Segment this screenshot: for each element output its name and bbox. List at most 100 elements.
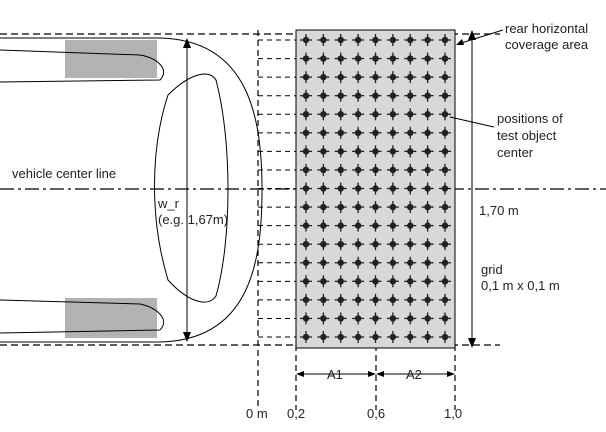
test-object-point xyxy=(386,34,399,46)
test-object-point xyxy=(352,219,365,232)
test-object-point xyxy=(386,126,399,139)
test-object-point xyxy=(300,256,312,269)
test-object-point xyxy=(421,182,434,195)
test-object-point xyxy=(439,331,451,343)
test-object-point xyxy=(300,238,312,251)
test-object-point xyxy=(300,52,312,65)
zone-a2-label: A2 xyxy=(406,367,422,382)
vehicle-body-outline xyxy=(0,37,263,343)
zone-a1-label: A1 xyxy=(327,367,343,382)
wheel-upper xyxy=(65,40,157,78)
test-object-point xyxy=(352,331,365,343)
test-object-point xyxy=(317,182,330,195)
zone-a2-head-right xyxy=(447,371,455,377)
positions-label-2: test object xyxy=(497,128,557,143)
test-object-point xyxy=(317,256,330,269)
test-object-point xyxy=(369,89,382,102)
test-object-point xyxy=(334,219,347,232)
test-object-point xyxy=(317,312,330,325)
test-object-point xyxy=(421,145,434,158)
test-object-point xyxy=(334,52,347,65)
test-object-point xyxy=(352,126,365,139)
wheel-upper-arch xyxy=(0,49,165,83)
test-object-point xyxy=(404,312,417,325)
test-object-point xyxy=(404,275,417,288)
test-object-point xyxy=(404,89,417,102)
test-object-point xyxy=(334,34,347,46)
width-arrowhead-bottom xyxy=(183,332,191,342)
vehicle-center-line-label: vehicle center line xyxy=(12,166,116,181)
test-object-point xyxy=(352,108,365,121)
rear-area-label-1: rear horizontal xyxy=(505,21,588,36)
rear-area-leader xyxy=(457,29,504,45)
test-object-point xyxy=(300,108,312,121)
height-arrowhead-top xyxy=(468,30,476,40)
rear-area-label-2: coverage area xyxy=(505,37,589,52)
test-object-point xyxy=(439,201,451,214)
test-object-point xyxy=(300,275,312,288)
test-object-point xyxy=(317,201,330,214)
test-object-point xyxy=(421,89,434,102)
test-object-point xyxy=(421,201,434,214)
test-object-point xyxy=(404,108,417,121)
test-object-point xyxy=(386,145,399,158)
test-object-point xyxy=(300,163,312,176)
test-object-point xyxy=(369,52,382,65)
grid-label: grid xyxy=(481,262,503,277)
test-object-point xyxy=(317,331,330,343)
test-object-point xyxy=(386,89,399,102)
zone-a2-head-left xyxy=(376,371,384,377)
test-object-point xyxy=(369,293,382,306)
test-object-point xyxy=(421,312,434,325)
test-object-point xyxy=(317,52,330,65)
test-object-point xyxy=(404,163,417,176)
test-object-point xyxy=(439,293,451,306)
test-object-point xyxy=(334,71,347,84)
test-object-point xyxy=(352,275,365,288)
test-object-point xyxy=(404,182,417,195)
test-object-point xyxy=(421,256,434,269)
grid-size-label: 0,1 m x 0,1 m xyxy=(481,278,560,293)
test-object-point xyxy=(369,163,382,176)
test-object-point xyxy=(317,145,330,158)
test-object-point xyxy=(317,108,330,121)
width-example-label: (e.g. 1,67m) xyxy=(158,212,228,227)
test-object-point xyxy=(404,331,417,343)
test-object-point xyxy=(300,182,312,195)
test-object-point xyxy=(421,126,434,139)
test-object-point xyxy=(421,71,434,84)
test-object-point xyxy=(404,219,417,232)
test-object-point xyxy=(352,312,365,325)
test-object-point xyxy=(334,275,347,288)
test-object-point xyxy=(386,293,399,306)
test-object-point xyxy=(334,201,347,214)
zone-a1-head-left xyxy=(296,371,304,377)
test-object-point xyxy=(352,163,365,176)
test-object-point xyxy=(352,238,365,251)
test-object-point xyxy=(300,293,312,306)
test-object-point xyxy=(317,34,330,46)
test-object-point xyxy=(300,312,312,325)
test-object-point xyxy=(404,71,417,84)
tick-label-1-0: 1,0 xyxy=(444,406,462,421)
test-object-point xyxy=(334,312,347,325)
test-object-point xyxy=(404,34,417,46)
test-object-point xyxy=(369,331,382,343)
test-object-point xyxy=(439,163,451,176)
test-object-point xyxy=(317,238,330,251)
test-object-point xyxy=(369,238,382,251)
test-object-point xyxy=(439,256,451,269)
test-object-point xyxy=(439,275,451,288)
height-arrowhead-bottom xyxy=(468,338,476,348)
test-object-point xyxy=(386,238,399,251)
test-object-point xyxy=(300,71,312,84)
test-object-point xyxy=(300,145,312,158)
positions-label-1: positions of xyxy=(497,111,563,126)
test-object-point xyxy=(369,275,382,288)
test-object-point xyxy=(317,126,330,139)
test-object-point xyxy=(334,163,347,176)
test-object-point xyxy=(421,34,434,46)
test-object-point xyxy=(439,89,451,102)
test-object-point xyxy=(421,108,434,121)
test-object-point xyxy=(352,182,365,195)
